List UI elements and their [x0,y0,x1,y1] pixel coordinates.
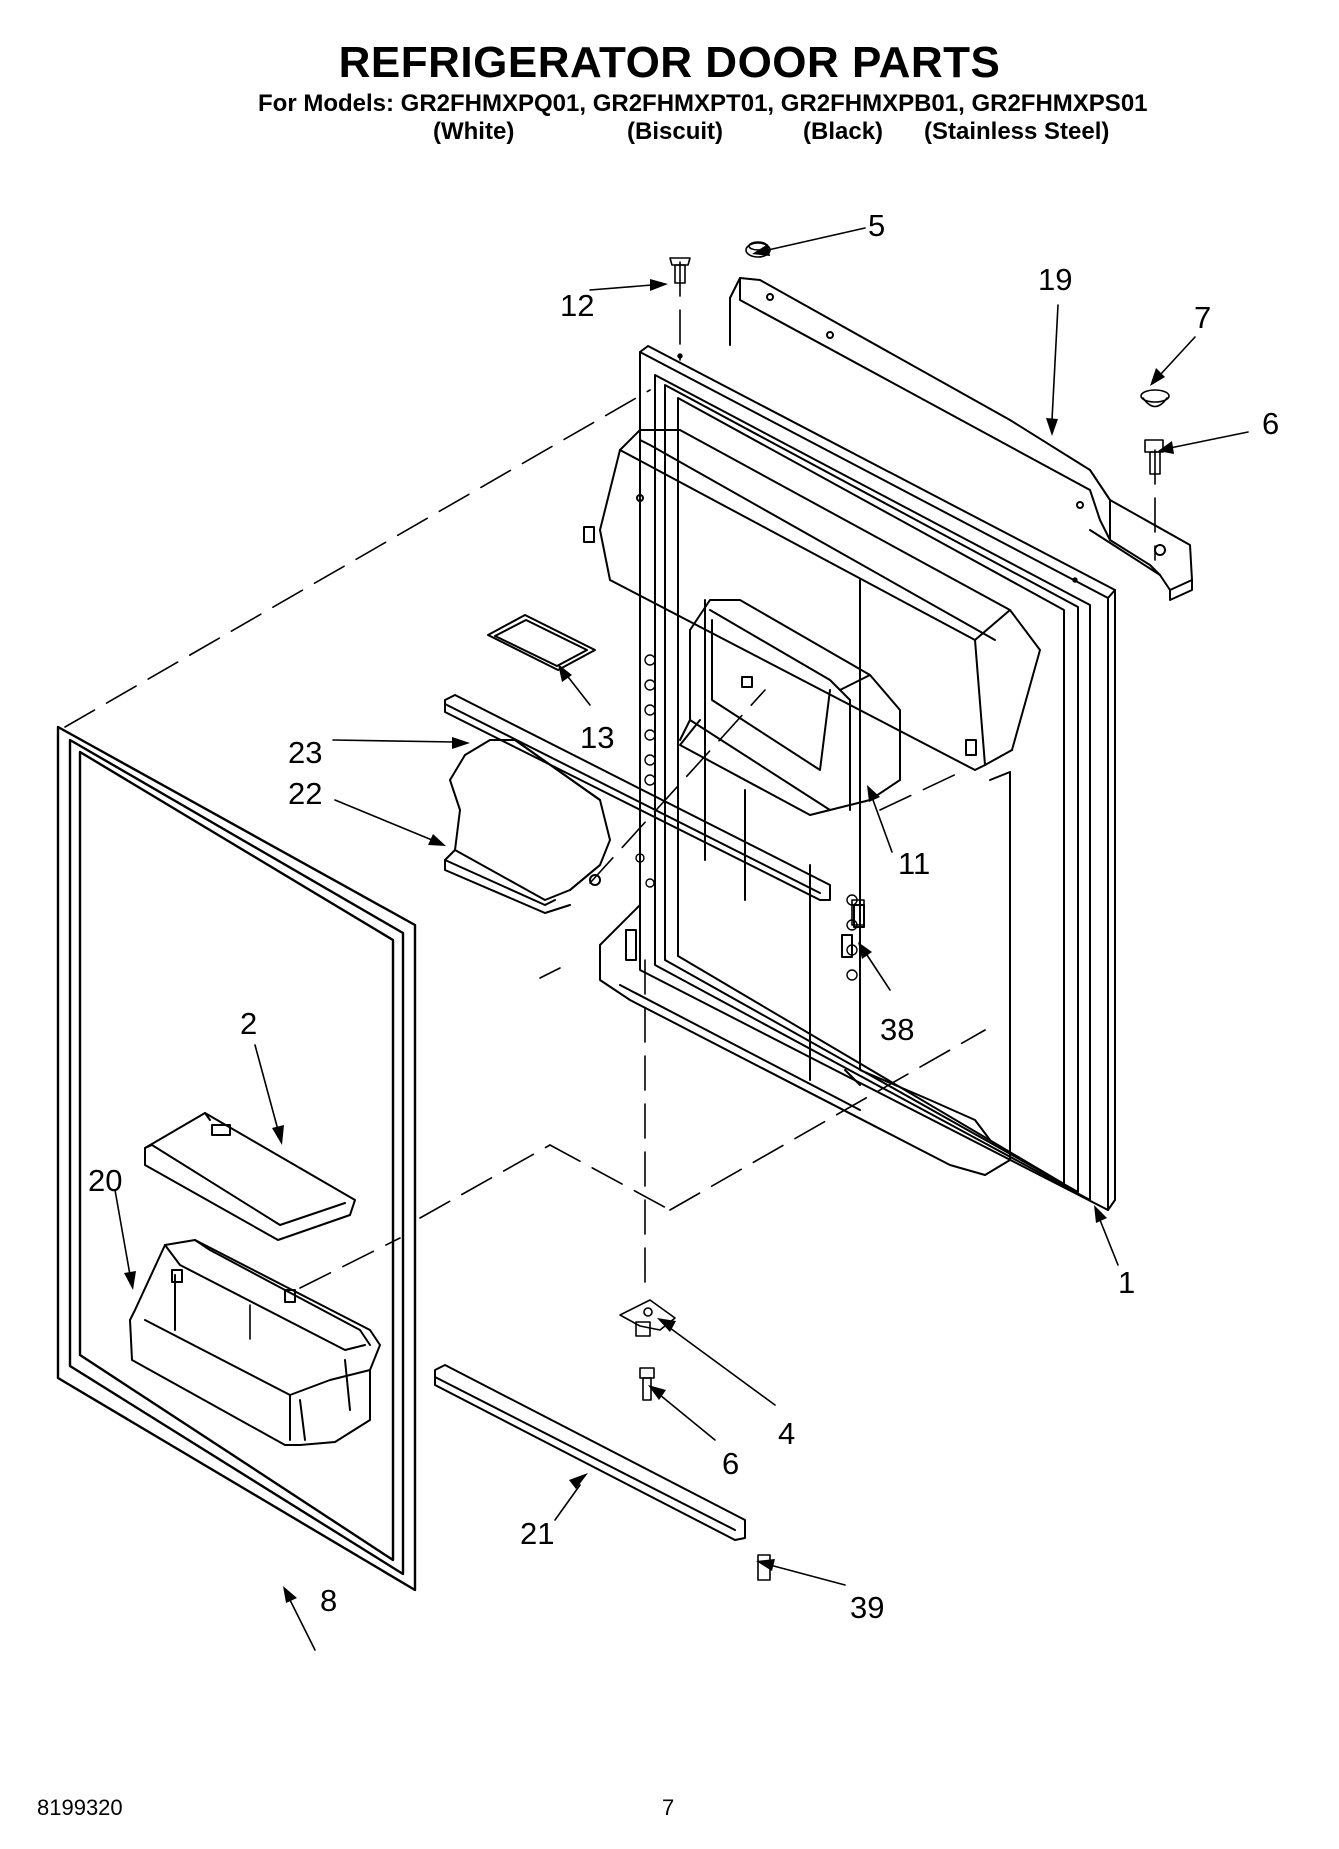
callout-39: 39 [850,1590,885,1625]
variant-biscuit: (Biscuit) [627,118,723,145]
callout-6-top: 6 [1262,406,1280,441]
document-number: 8199320 [37,1795,123,1820]
page-number: 7 [662,1795,675,1820]
alignment-lines [65,262,1155,1350]
page-title: REFRIGERATOR DOOR PARTS [338,38,1001,87]
variant-stainless-steel: (Stainless Steel) [924,118,1110,145]
screw-holes [636,354,1077,980]
callout-5: 5 [868,208,886,243]
variant-white: (White) [433,118,515,145]
callout-8: 8 [320,1583,338,1618]
hinge-cover-19 [730,278,1192,600]
callout-22: 22 [288,776,323,811]
upper-shelf [584,430,1040,770]
callout-4: 4 [778,1416,796,1451]
callout-11: 11 [898,846,931,881]
variant-black: (Black) [803,118,884,145]
callout-1: 1 [1118,1265,1136,1300]
door-liner [600,346,1115,1210]
callout-21: 21 [520,1516,555,1551]
callout-23: 23 [288,735,323,770]
shelf-2 [145,1113,355,1240]
dairy-compartment [680,600,900,815]
door-gasket [58,727,415,1590]
door-bin-20 [130,1240,380,1445]
bottom-trim-21 [435,1365,745,1540]
callout-12: 12 [560,288,595,323]
dairy-door [445,740,610,913]
callout-6-bottom: 6 [722,1446,740,1481]
callout-7: 7 [1194,300,1212,335]
callout-19: 19 [1038,262,1073,297]
callout-38: 38 [880,1012,915,1047]
callout-2: 2 [240,1006,258,1041]
callout-13: 13 [580,720,615,755]
callout-20: 20 [88,1163,123,1198]
leader-arrows [115,228,1248,1650]
models-line: For Models: GR2FHMXPQ01, GR2FHMXPT01, GR… [258,90,1148,117]
pad-13 [488,615,595,670]
arrow-heads [124,244,1174,1603]
trim-strip-23 [445,695,830,900]
